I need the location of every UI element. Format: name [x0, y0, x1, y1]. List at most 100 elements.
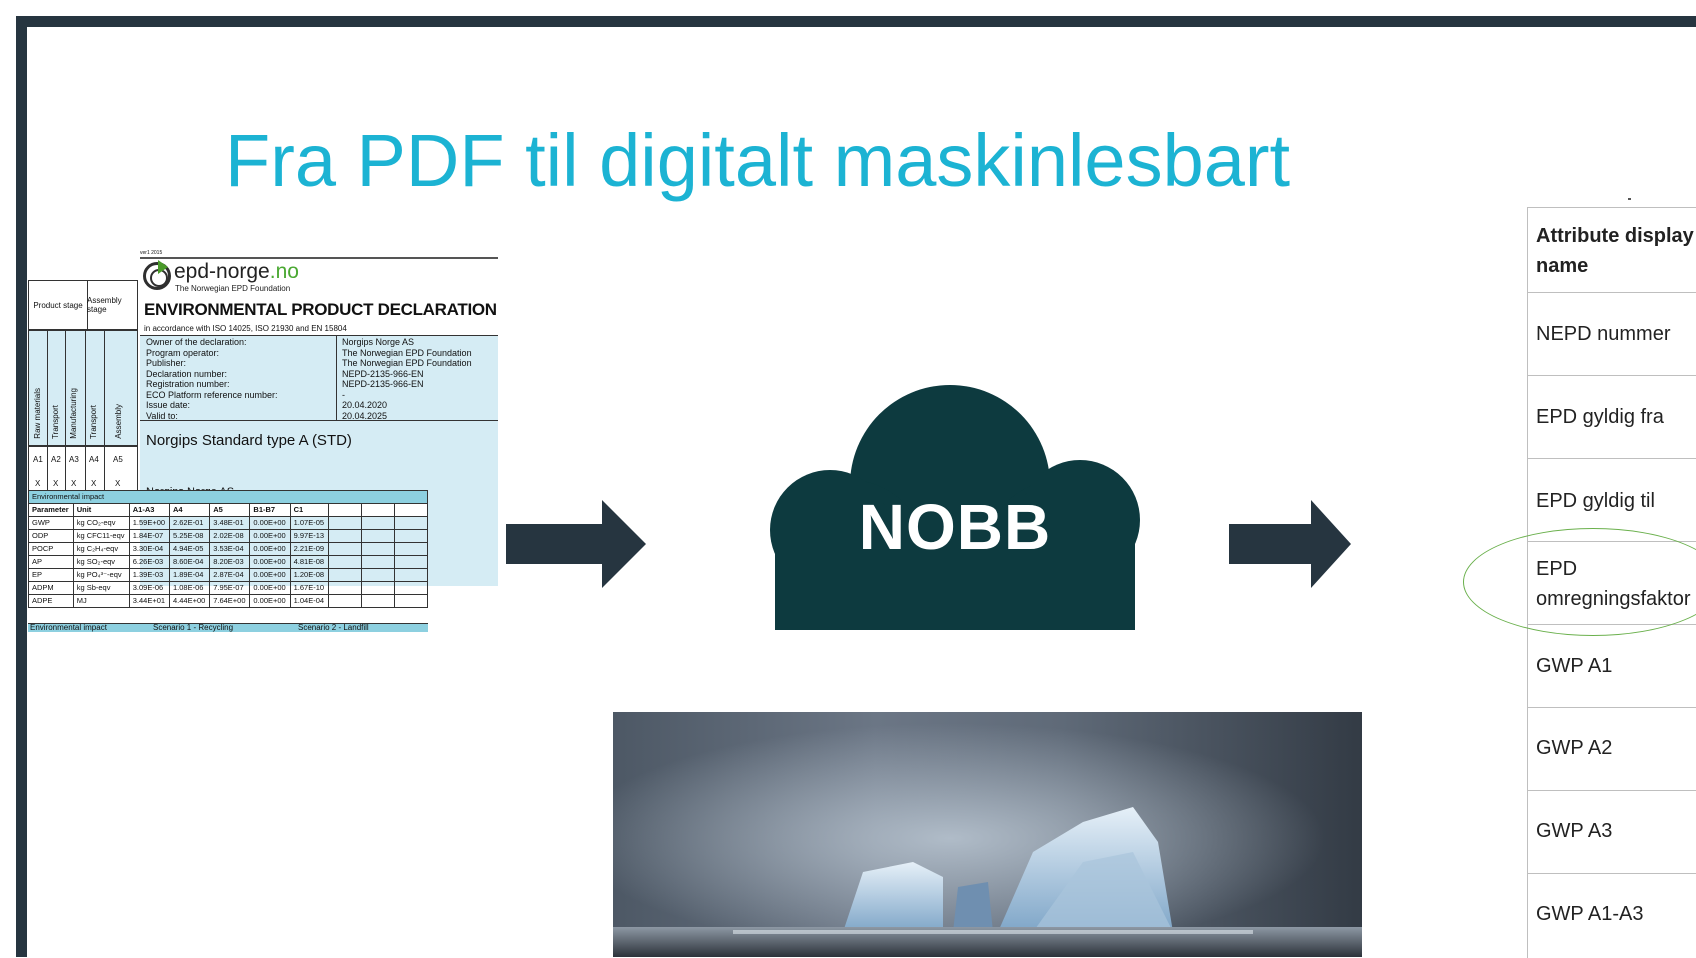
env-cell: 2.87E-04	[209, 568, 251, 582]
env-cell: 1.84E-07	[128, 529, 170, 543]
env-empty-cell	[361, 542, 395, 556]
scenario-caption: Environmental impact	[30, 623, 107, 632]
env-cell: 9.97E-13	[289, 529, 330, 543]
env-cell: 4.81E-08	[289, 555, 330, 569]
env-cell: ODP	[28, 529, 74, 543]
env-empty-cell	[328, 529, 362, 543]
env-cell: kg C₂H₄-eqv	[72, 542, 130, 556]
env-empty-cell	[394, 568, 428, 582]
declaration-field-label: ECO Platform reference number:	[146, 389, 278, 400]
stage-header-assembly: Assembly stage	[87, 296, 122, 314]
env-cell: AP	[28, 555, 74, 569]
attribute-name: GWP A2	[1536, 737, 1613, 759]
env-cell: EP	[28, 568, 74, 582]
env-empty-cell	[361, 568, 395, 582]
table-dot	[1628, 198, 1631, 200]
env-cell: 1.04E-04	[289, 594, 330, 608]
table-row: NEPD nummer	[1528, 293, 1696, 376]
env-empty-cell	[361, 555, 395, 569]
env-cell: 5.25E-08	[168, 529, 211, 543]
env-cell: 8.20E-03	[209, 555, 251, 569]
env-empty-cell	[328, 542, 362, 556]
stage-col-assembly: Assembly	[114, 404, 123, 439]
env-empty-cell	[361, 529, 395, 543]
env-cell: 0.00E+00	[249, 568, 291, 582]
env-cell: 4.44E+00	[168, 594, 211, 608]
env-cell: 3.30E-04	[128, 542, 170, 556]
declaration-field-label: Publisher:	[146, 358, 187, 368]
env-cell: kg Sb-eqv	[72, 581, 130, 595]
attribute-name: EPD gyldig til	[1536, 490, 1655, 512]
stage-header: Product stage Assembly stage	[28, 280, 138, 330]
scenario-bar: Environmental impact Scenario 1 - Recycl…	[28, 623, 428, 632]
env-empty-cell	[328, 594, 362, 608]
attribute-table-header: Attribute display name	[1528, 208, 1696, 293]
stage-code: A3	[69, 455, 79, 464]
env-cell: kg PO₄³⁻-eqv	[72, 568, 130, 582]
declaration-box: Owner of the declaration:Norgips Norge A…	[140, 335, 498, 586]
env-cell: kg SO₂-eqv	[72, 555, 130, 569]
env-cell: 2.02E-08	[209, 529, 251, 543]
epd-heading: ENVIRONMENTAL PRODUCT DECLARATION	[144, 300, 497, 319]
slide-frame-left	[16, 16, 27, 957]
stage-code: A4	[89, 455, 99, 464]
env-empty-cell	[394, 581, 428, 595]
table-row: GWP A2	[1528, 708, 1696, 791]
right-arrow-icon	[506, 500, 646, 588]
stage-code: A1	[33, 455, 43, 464]
env-cell: 7.95E-07	[209, 581, 251, 595]
env-empty-cell	[328, 516, 362, 530]
declaration-field-label: Valid to:	[146, 410, 178, 421]
env-cell: 6.26E-03	[128, 555, 170, 569]
attribute-name: EPD gyldig fra	[1536, 406, 1664, 428]
env-cell: POCP	[28, 542, 74, 556]
epd-version-note: ver1 2015	[140, 250, 163, 256]
header-line-2: name	[1536, 255, 1589, 277]
env-empty-cell	[328, 581, 362, 595]
declaration-field-value: 20.04.2025	[342, 410, 388, 421]
env-cell: 0.00E+00	[249, 529, 291, 543]
env-cell: 0.00E+00	[249, 516, 291, 530]
leaf-icon	[158, 260, 168, 274]
env-empty-cell	[328, 568, 362, 582]
env-cell: 1.59E+00	[128, 516, 170, 530]
cloud-icon	[770, 385, 1140, 630]
attribute-name: GWP A1	[1536, 655, 1613, 677]
declaration-field-value: The Norwegian EPD Foundation	[342, 358, 472, 368]
env-cell: 1.89E-04	[168, 568, 211, 582]
env-empty-header	[328, 503, 362, 517]
logo-tld: .no	[269, 260, 299, 283]
nobb-cloud: NOBB	[745, 370, 1165, 630]
env-cell: 8.60E-04	[168, 555, 211, 569]
stage-header-product: Product stage	[33, 300, 83, 310]
stage-col-transport-1: Transport	[51, 405, 60, 439]
env-cell: 3.44E+01	[128, 594, 170, 608]
epd-document-thumbnail: ver1 2015 Product stage Assembly stage R…	[28, 250, 498, 680]
declaration-field-label: Registration number:	[146, 379, 230, 389]
declaration-field-value: NEPD-2135-966-EN	[342, 379, 424, 389]
iceberg-photo	[613, 712, 1362, 957]
slide-title: Fra PDF til digitalt maskinlesbart	[225, 119, 1291, 202]
env-empty-cell	[394, 516, 428, 530]
env-empty-cell	[361, 516, 395, 530]
declaration-field-value: -	[342, 389, 345, 400]
env-cell: ADPE	[28, 594, 74, 608]
declaration-field-value: Norgips Norge AS	[342, 337, 415, 347]
declaration-field-value: NEPD-2135-966-EN	[342, 368, 424, 379]
env-column-header: A4	[168, 503, 211, 517]
right-arrow-icon	[1229, 500, 1351, 588]
env-cell: GWP	[28, 516, 74, 530]
env-empty-cell	[361, 581, 395, 595]
epd-accordance: in accordance with ISO 14025, ISO 21930 …	[144, 324, 347, 333]
highlight-ellipse	[1463, 528, 1696, 636]
env-cell: MJ	[72, 594, 130, 608]
env-cell: 1.20E-08	[289, 568, 330, 582]
header-line-1: Attribute display	[1536, 225, 1694, 247]
env-cell: 2.62E-01	[168, 516, 211, 530]
attribute-name: GWP A3	[1536, 820, 1613, 842]
env-column-header: Parameter	[28, 503, 74, 517]
env-column-header: B1-B7	[249, 503, 291, 517]
env-column-header: C1	[289, 503, 330, 517]
